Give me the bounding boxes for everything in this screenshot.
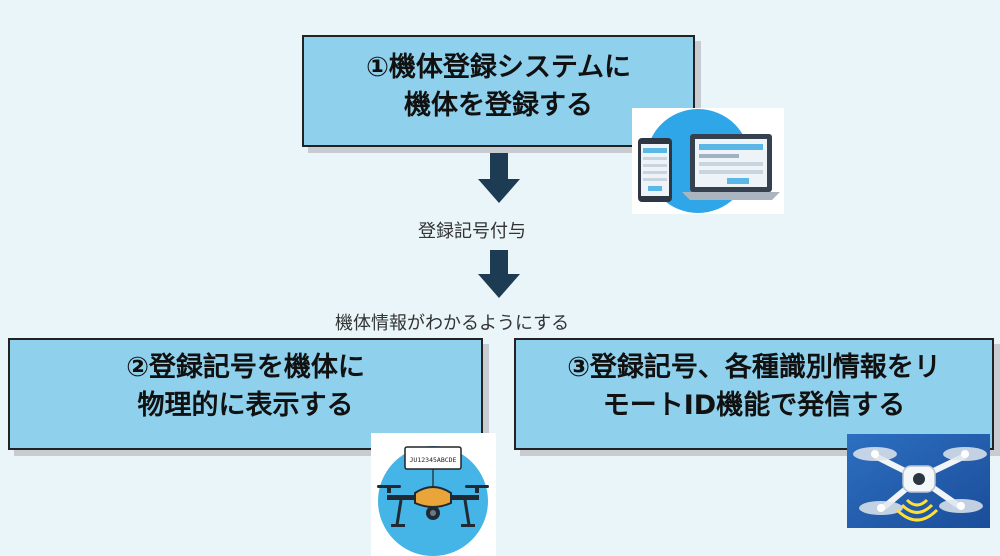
remote-id-drone-icon <box>847 434 990 528</box>
step3-text: ③登録記号、各種識別情報をリ モートID機能で発信する <box>567 352 941 421</box>
step2-box: ②登録記号を機体に 物理的に表示する <box>8 338 483 450</box>
step2-text: ②登録記号を機体に 物理的に表示する <box>126 352 365 421</box>
registration-number-label: 登録記号付与 <box>418 221 526 242</box>
step1-box: ①機体登録システムに 機体を登録する <box>302 35 695 147</box>
step3-box: ③登録記号、各種識別情報をリ モートID機能で発信する <box>514 338 994 450</box>
identify-label: 機体情報がわかるようにする <box>335 313 570 334</box>
drone-tag-text: JU12345ABCDE <box>410 456 457 464</box>
computer-and-smartphone-icon <box>632 108 784 214</box>
step1-text: ①機体登録システムに 機体を登録する <box>365 52 632 121</box>
down-arrow-icon <box>478 250 520 298</box>
down-arrow-icon <box>478 153 520 203</box>
drone-with-label-icon: JU12345ABCDE <box>371 433 496 556</box>
